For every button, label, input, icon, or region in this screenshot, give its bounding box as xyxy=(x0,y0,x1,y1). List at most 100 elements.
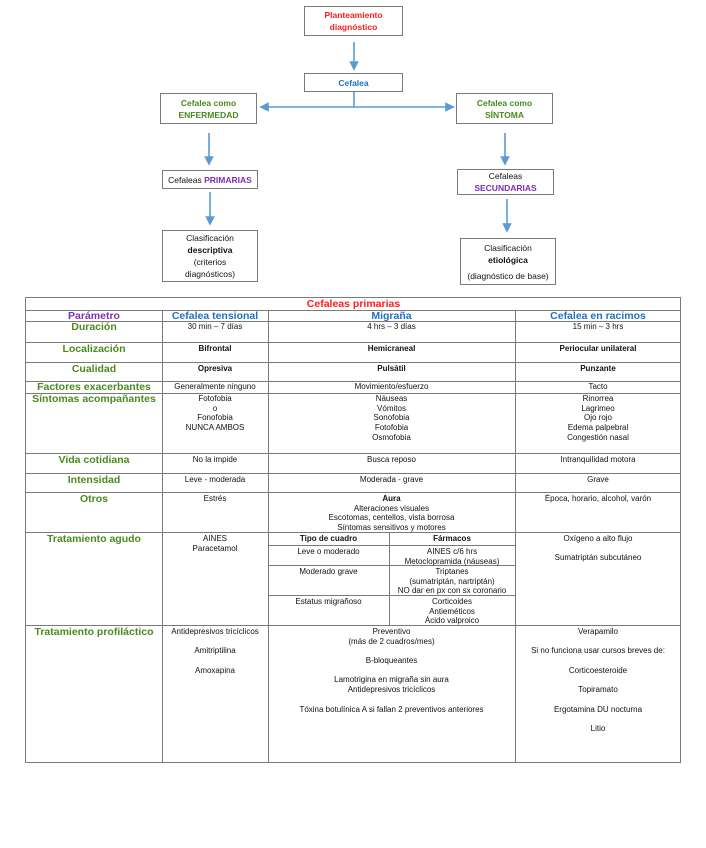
subtable-tipo-estatus: Estatus migrañoso xyxy=(295,597,362,606)
spacer xyxy=(268,646,515,656)
cell-tensional-sintomas: Fotofobia o Fonofobia NUNCA AMBOS xyxy=(162,394,268,433)
spacer xyxy=(515,714,681,724)
text-line: Alteraciones visuales xyxy=(353,503,430,513)
cell-racimos-factores: Tacto xyxy=(588,382,608,391)
text-line: Triptanes xyxy=(435,567,469,576)
spacer xyxy=(515,656,681,666)
primary-headaches-table: Cefaleas primarias Parámetro Cefalea ten… xyxy=(25,297,681,763)
cefalea-box: Cefalea xyxy=(304,73,403,92)
text-line: Tóxina botulínica A si fallan 2 preventi… xyxy=(299,704,484,714)
cell-tensional-cualidad: Opresiva xyxy=(197,364,233,373)
param-factores: Factores exacerbantes xyxy=(37,381,151,393)
subtable-tipo-leve: Leve o moderado xyxy=(297,547,360,556)
primarias-label: Cefaleas PRIMARIAS xyxy=(168,174,252,186)
row-divider xyxy=(26,625,681,626)
subtable-col-divider xyxy=(389,532,390,625)
cell-tensional-vida: No la impide xyxy=(192,455,238,464)
text-line: Ojo rojo xyxy=(583,413,612,423)
text-line: Lamotrigina en migraña sin aura xyxy=(334,675,449,685)
text-line: Paracetamol xyxy=(192,543,238,553)
spacer xyxy=(162,656,268,666)
text-line: Lagrimeo xyxy=(581,403,615,413)
row-divider xyxy=(26,453,681,454)
header-tensional: Cefalea tensional xyxy=(171,310,259,321)
text-line: Ergotamina DU nocturna xyxy=(553,704,643,714)
text-line: Preventivo xyxy=(372,627,411,636)
cell-migrana-sintomas: Náuseas Vómitos Sonofobia Fotofobia Osmo… xyxy=(268,394,515,443)
cell-tensional-duracion: 30 min – 7 días xyxy=(187,322,243,331)
primarias-box: Cefaleas PRIMARIAS xyxy=(162,170,258,189)
text-line: Metoclopramida (náuseas) xyxy=(404,556,500,566)
descriptiva-line2: descriptiva xyxy=(187,245,233,255)
text-line: (más de 2 cuadros/mes) xyxy=(348,636,435,646)
descriptiva-line4: diagnósticos) xyxy=(184,269,236,279)
cell-racimos-profilactico: Verapamilo Si no funciona usar cursos br… xyxy=(515,627,681,734)
root-line1: Planteamiento xyxy=(324,10,383,20)
text-line: Sumatriptán subcutáneo xyxy=(554,553,642,563)
param-agudo: Tratamiento agudo xyxy=(47,533,141,545)
param-localizacion: Localización xyxy=(62,343,126,355)
spacer xyxy=(515,695,681,705)
text-line: Oxígeno a alto flujo xyxy=(563,534,633,543)
root-box: Planteamiento diagnóstico xyxy=(304,6,403,36)
sintoma-line2: SÍNTOMA xyxy=(484,109,525,120)
text-line: Fonofobia xyxy=(197,413,233,423)
cell-migrana-intensidad: Moderada - grave xyxy=(359,475,424,484)
row-divider xyxy=(26,310,681,311)
text-line: Edema palpebral xyxy=(567,423,629,433)
root-line2: diagnóstico xyxy=(329,22,378,32)
param-otros: Otros xyxy=(79,493,108,505)
secundarias-highlight: SECUNDARIAS xyxy=(474,183,537,193)
cefalea-label: Cefalea xyxy=(338,77,369,88)
text-line: AINES c/6 hrs xyxy=(426,547,478,556)
cell-tensional-profilactico: Antidepresivos tricíclicos Amitriptilina… xyxy=(162,627,268,675)
text-line: Antieméticos xyxy=(429,606,475,616)
cell-racimos-localizacion: Periocular unilateral xyxy=(559,344,637,353)
cell-tensional-agudo: AINES Paracetamol xyxy=(162,534,268,553)
row-divider xyxy=(26,342,681,343)
etiologica-box: Clasificación etiológica (diagnóstico de… xyxy=(460,238,556,285)
text-line: Rinorrea xyxy=(582,394,614,403)
text-line: Topiramato xyxy=(578,685,618,695)
text-line: Sonofobia xyxy=(373,413,410,423)
col-divider xyxy=(515,310,516,763)
text-line: B-bloqueantes xyxy=(365,656,418,666)
text-line: Amitriptilina xyxy=(194,646,236,656)
row-divider xyxy=(26,362,681,363)
cell-migrana-localizacion: Hemicraneal xyxy=(367,344,416,353)
cell-migrana-vida: Busca reposo xyxy=(367,455,416,464)
sintoma-box: Cefalea como SÍNTOMA xyxy=(456,93,553,124)
cell-migrana-duracion: 4 hrs – 3 días xyxy=(367,322,416,331)
cell-racimos-intensidad: Grave xyxy=(587,475,609,484)
text-line: Amoxapina xyxy=(194,665,236,675)
text-line: Verapamilo xyxy=(577,627,619,636)
subtable-farmacos-leve: AINES c/6 hrs Metoclopramida (náuseas) xyxy=(389,547,515,566)
param-duracion: Duración xyxy=(71,321,117,333)
param-intensidad: Intensidad xyxy=(67,474,121,486)
cell-racimos-agudo: Oxígeno a alto flujo Sumatriptán subcutá… xyxy=(515,534,681,563)
text-line: Litio xyxy=(590,723,606,733)
secundarias-box: Cefaleas SECUNDARIAS xyxy=(457,169,554,195)
header-racimos: Cefalea en racimos xyxy=(550,310,646,321)
subtable-divider xyxy=(268,545,515,546)
primarias-highlight: PRIMARIAS xyxy=(204,174,252,185)
enfermedad-line1: Cefalea como xyxy=(180,97,237,108)
param-profilactico: Tratamiento profiláctico xyxy=(34,626,154,638)
spacer xyxy=(268,695,515,705)
row-divider xyxy=(26,532,681,533)
descriptiva-line1: Clasificación xyxy=(186,233,234,243)
text-line: Antidepresivos tricíclicos xyxy=(171,627,259,636)
text-line: Escotomas, centellos, vista borrosa xyxy=(328,513,455,523)
subtable-divider xyxy=(268,595,515,596)
primarias-prefix: Cefaleas xyxy=(168,174,202,185)
text-line: Vómitos xyxy=(377,403,406,413)
text-line: Osmofobia xyxy=(372,432,411,442)
aura-heading: Aura xyxy=(382,494,401,503)
row-divider xyxy=(26,492,681,493)
enfermedad-box: Cefalea como ENFERMEDAD xyxy=(160,93,257,124)
table-title: Cefaleas primarias xyxy=(306,298,401,310)
cell-racimos-cualidad: Punzante xyxy=(580,364,616,373)
text-line: Fotofobia xyxy=(198,394,232,403)
cell-migrana-otros: Aura Alteraciones visuales Escotomas, ce… xyxy=(268,494,515,533)
text-line: Fotofobia xyxy=(374,423,409,433)
